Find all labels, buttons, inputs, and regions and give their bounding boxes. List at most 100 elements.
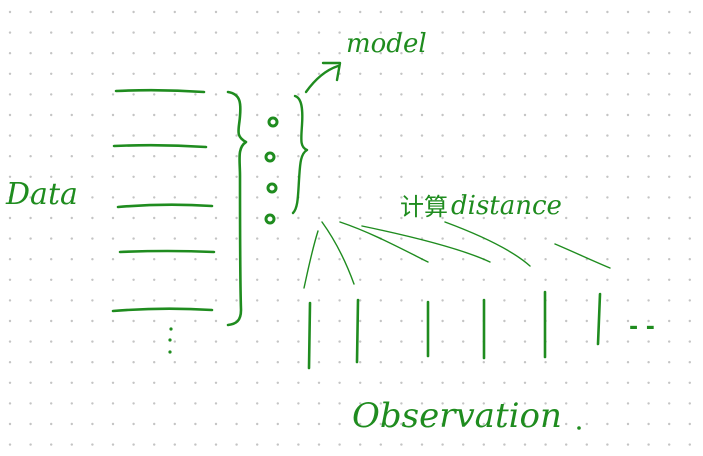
data-row	[112, 143, 208, 149]
grid-dot	[441, 113, 444, 117]
grid-dot	[50, 278, 53, 281]
grid-dot	[359, 134, 362, 137]
grid-dot	[111, 402, 115, 405]
grid-dot	[235, 443, 238, 446]
grid-dot	[153, 93, 156, 96]
grid-dot	[626, 237, 630, 240]
grid-dot	[173, 443, 176, 446]
grid-dot	[132, 278, 135, 281]
grid-dot	[111, 196, 115, 199]
grid-dot	[132, 319, 135, 323]
grid-dot	[132, 175, 135, 178]
grid-dot	[585, 31, 588, 34]
data-rows	[111, 88, 216, 313]
grid-dot	[482, 196, 485, 199]
grid-dot	[214, 10, 218, 14]
grid-dot	[111, 72, 115, 76]
grid-dot	[379, 422, 382, 426]
grid-dot	[523, 10, 527, 14]
grid-dot	[503, 361, 506, 364]
grid-dot	[317, 299, 321, 302]
grid-dot	[585, 72, 588, 76]
grid-dot	[91, 299, 94, 302]
grid-dot	[420, 72, 424, 76]
grid-dot	[585, 52, 588, 55]
grid-dot	[462, 402, 465, 405]
grid-dot	[523, 278, 527, 281]
grid-dot	[647, 258, 650, 261]
grid-dot	[647, 52, 650, 55]
grid-dot	[565, 175, 568, 178]
grid-dot	[338, 319, 341, 323]
grid-dot	[317, 113, 321, 117]
grid-dot	[194, 258, 197, 261]
grid-dot	[194, 72, 197, 76]
grid-dot	[70, 299, 74, 302]
grid-dot	[50, 361, 53, 364]
grid-dot	[235, 361, 238, 364]
grid-dot	[50, 319, 53, 323]
grid-dot	[626, 258, 630, 261]
grid-dot	[173, 237, 176, 240]
grid-dot	[70, 422, 74, 426]
grid-dot	[111, 52, 115, 55]
grid-dot	[565, 422, 568, 426]
grid-dot	[668, 175, 671, 178]
grid-dot	[400, 422, 403, 426]
grid-dot	[70, 175, 74, 178]
grid-dot	[647, 155, 650, 158]
grid-dot	[50, 31, 53, 34]
grid-dot	[132, 443, 135, 446]
grid-dot	[462, 216, 465, 220]
grid-dot	[29, 113, 32, 117]
grid-dot	[153, 299, 156, 302]
grid-dot	[91, 93, 94, 96]
grid-dot	[297, 319, 300, 323]
grid-dot	[544, 72, 547, 76]
grid-dot	[317, 93, 321, 96]
grid-dot	[688, 402, 691, 405]
connector-stroke	[321, 221, 355, 285]
grid-dot	[338, 422, 341, 426]
grid-dot	[194, 93, 197, 96]
grid-dot	[441, 402, 444, 405]
grid-dot	[194, 237, 197, 240]
grid-dot	[626, 443, 630, 446]
grid-dot	[8, 402, 12, 405]
grid-dot	[235, 402, 238, 405]
grid-dot	[379, 361, 382, 364]
grid-dot	[194, 196, 197, 199]
grid-dot	[297, 72, 300, 76]
grid-dot	[91, 72, 94, 76]
grid-dot	[235, 422, 238, 426]
grid-dot	[544, 443, 547, 446]
grid-dot	[214, 402, 218, 405]
grid-dot	[50, 237, 53, 240]
grid-dot	[688, 381, 691, 384]
grid-dot	[132, 422, 135, 426]
grid-dot	[214, 319, 218, 323]
grid-dot	[359, 113, 362, 117]
grid-dot	[523, 443, 527, 446]
grid-dot	[235, 299, 238, 302]
grid-dot	[462, 422, 465, 426]
grid-dot	[482, 10, 485, 14]
grid-dot	[462, 113, 465, 117]
grid-dot	[132, 113, 135, 117]
grid-dot	[585, 278, 588, 281]
model-parameters	[264, 116, 279, 225]
grid-dot	[132, 216, 135, 220]
grid-dot	[91, 216, 94, 220]
grid-dot	[297, 361, 300, 364]
grid-dot	[606, 361, 609, 364]
grid-dot	[153, 340, 156, 343]
grid-dot	[379, 52, 382, 55]
grid-dot	[317, 237, 321, 240]
grid-dot	[668, 258, 671, 261]
grid-dot	[29, 319, 32, 323]
grid-dot	[91, 113, 94, 117]
grid-dot	[668, 216, 671, 220]
grid-dot	[132, 196, 135, 199]
grid-dot	[276, 340, 279, 343]
grid-dot	[194, 155, 197, 158]
